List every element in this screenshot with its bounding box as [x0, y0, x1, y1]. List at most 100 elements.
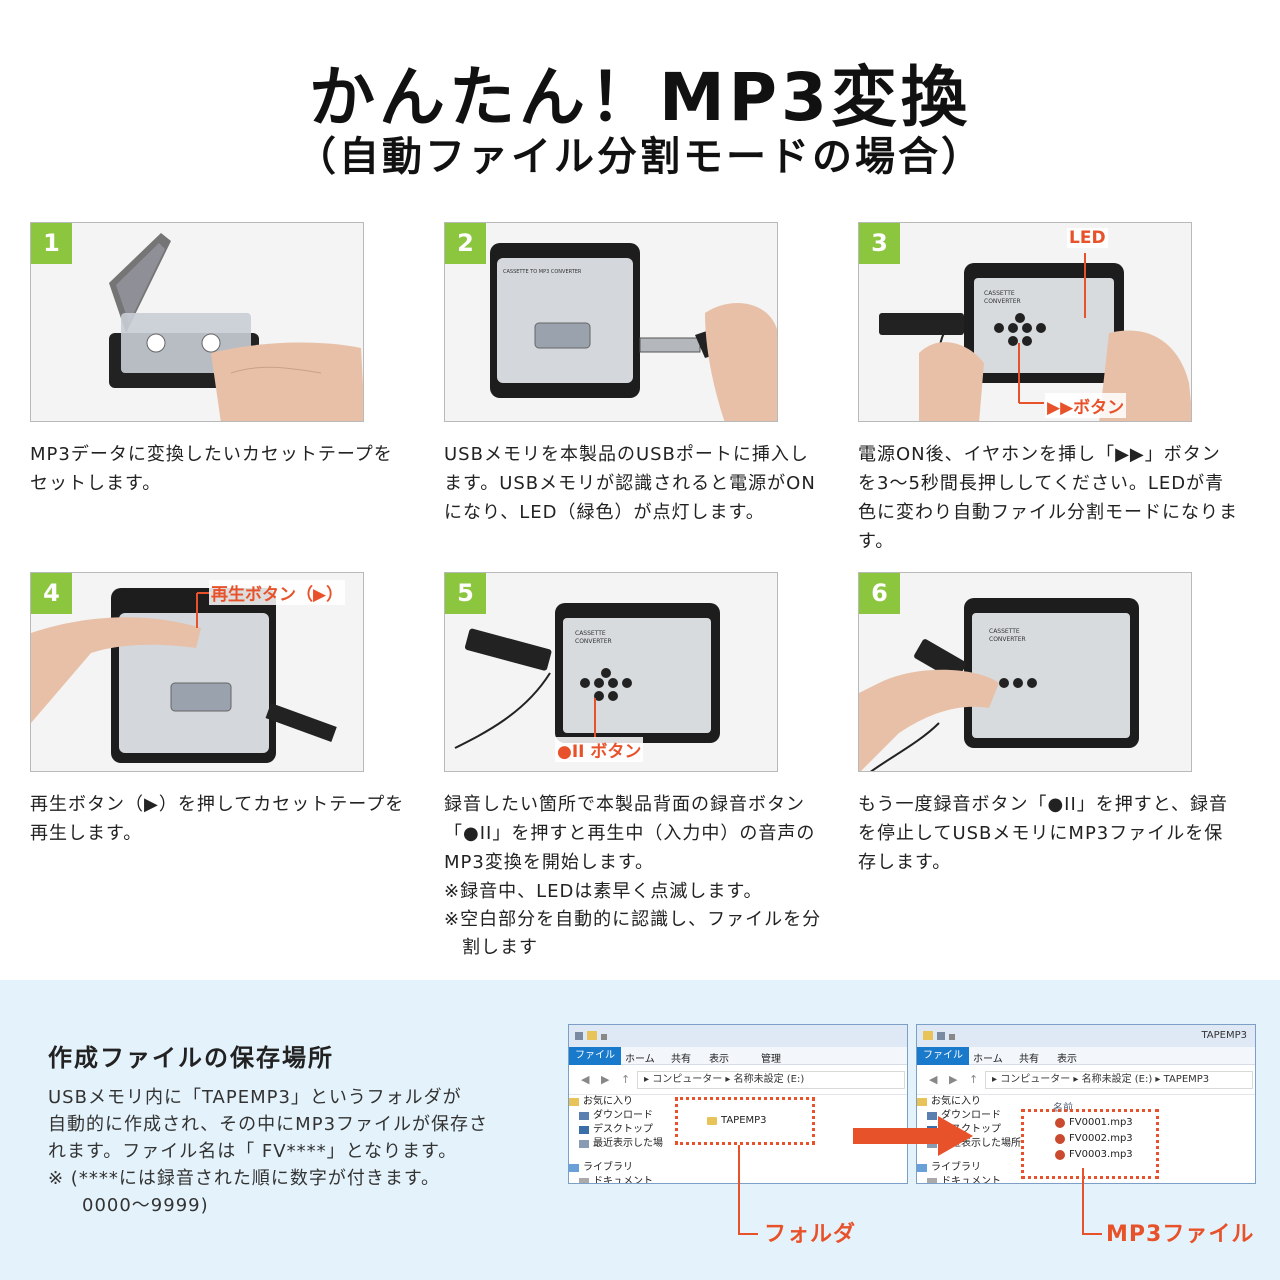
file-row[interactable]: FV0002.mp3 — [1055, 1133, 1133, 1144]
page-title: かんたん！MP3変換 — [309, 59, 971, 136]
quick-access-icons — [923, 1031, 955, 1040]
save-body-line: れます。ファイル名は「 FV****」となります。 — [48, 1141, 458, 1162]
window-titlebar: TAPEMP3 — [917, 1025, 1255, 1047]
document-icon — [927, 1178, 937, 1183]
address-path[interactable]: ▸ コンピューター ▸ 名称未設定 (E:) — [637, 1071, 905, 1089]
svg-text:CASSETTE: CASSETTE — [984, 290, 1015, 297]
nav-item-favorites[interactable]: お気に入り — [569, 1095, 679, 1109]
step-2-description: USBメモリを本製品のUSBポートに挿入します。USBメモリが認識されると電源が… — [444, 444, 816, 523]
address-path[interactable]: ▸ コンピューター ▸ 名称未設定 (E:) ▸ TAPEMP3 — [985, 1071, 1253, 1089]
mp3-file-icon — [1055, 1149, 1065, 1160]
library-icon — [917, 1164, 927, 1172]
svg-text:CASSETTE: CASSETTE — [575, 630, 606, 637]
up-icon[interactable]: ↑ — [969, 1073, 979, 1086]
back-icon[interactable]: ◀ — [929, 1073, 938, 1086]
document-icon — [579, 1178, 589, 1183]
library-icon — [569, 1164, 579, 1172]
window-title: TAPEMP3 — [1201, 1030, 1247, 1041]
save-body-line: USBメモリ内に「TAPEMP3」というフォルダが — [48, 1087, 462, 1108]
nav-item-favorites[interactable]: お気に入り — [917, 1095, 1027, 1109]
ribbon-tab-file[interactable]: ファイル — [917, 1047, 969, 1065]
files-highlight — [1021, 1109, 1159, 1179]
up-icon[interactable]: ↑ — [621, 1073, 631, 1086]
save-section-title: 作成ファイルの保存場所 — [48, 1044, 334, 1072]
ribbon-tab-manage[interactable]: 管理 — [761, 1054, 781, 1065]
nav-item-documents[interactable]: ドキュメント — [917, 1175, 1027, 1183]
nav-item-libraries[interactable]: ライブラリ — [917, 1161, 1027, 1175]
ribbon-tab-share[interactable]: 共有 — [671, 1054, 691, 1065]
nav-item-documents[interactable]: ドキュメント — [569, 1175, 679, 1183]
svg-text:CASSETTE: CASSETTE — [989, 628, 1020, 635]
ff-button-callout: ▶▶ボタン — [1045, 393, 1127, 418]
folder-label: フォルダ — [764, 1222, 857, 1247]
forward-icon[interactable]: ▶ — [949, 1073, 958, 1086]
page-subtitle: （自動ファイル分割モードの場合） — [296, 134, 984, 180]
file-row[interactable]: FV0001.mp3 — [1055, 1117, 1133, 1128]
stop-record-illustration: CASSETTE CONVERTER — [859, 573, 1191, 771]
step-badge: 6 — [859, 573, 900, 614]
star-icon — [569, 1098, 579, 1106]
ribbon-tab-home[interactable]: ホーム — [625, 1054, 655, 1065]
svg-text:CASSETTE TO MP3 CONVERTER: CASSETTE TO MP3 CONVERTER — [503, 269, 582, 275]
step-5-note-led: ※録音中、LEDは素早く点滅します。 — [444, 881, 763, 902]
back-icon[interactable]: ◀ — [581, 1073, 590, 1086]
quick-access-icons — [575, 1031, 607, 1040]
step-badge: 3 — [859, 223, 900, 264]
step-badge: 1 — [31, 223, 72, 264]
step-6-photo: 6 CASSETTE CONVERTER — [858, 572, 1192, 772]
ribbon-tab-file[interactable]: ファイル — [569, 1047, 621, 1065]
nav-item-downloads[interactable]: ダウンロード — [569, 1109, 679, 1123]
ribbon-tab-home[interactable]: ホーム — [973, 1054, 1003, 1065]
nav-pane: お気に入り ダウンロード デスクトップ 最近表示した場 ライブラリ ドキュメント — [569, 1095, 679, 1183]
star-icon — [917, 1098, 927, 1106]
step-badge: 4 — [31, 573, 72, 614]
step-3-description: 電源ON後、イヤホンを挿し「▶▶」ボタンを3〜5秒間長押ししてください。LEDが… — [858, 444, 1238, 552]
svg-text:CONVERTER: CONVERTER — [575, 638, 612, 645]
tapemp3-folder[interactable]: TAPEMP3 — [707, 1115, 767, 1126]
ribbon-tabs: ファイル ホーム 共有 表示 管理 — [569, 1047, 907, 1065]
play-button-illustration — [31, 573, 363, 771]
address-bar: ◀ ▶ ↑ ▸ コンピューター ▸ 名称未設定 (E:) — [569, 1065, 907, 1095]
ribbon-tab-view[interactable]: 表示 — [709, 1054, 729, 1065]
mp3-file-icon — [1055, 1133, 1065, 1144]
step-5-photo: 5 CASSETTE CONVERTER ●II ボタン — [444, 572, 778, 772]
file-name: FV0001.mp3 — [1069, 1117, 1133, 1128]
cassette-insert-illustration — [31, 223, 363, 421]
step-4-description: 再生ボタン（▶）を押してカセットテープを再生します。 — [30, 794, 405, 844]
device-front-illustration: CASSETTE CONVERTER — [859, 223, 1191, 421]
window-titlebar — [569, 1025, 907, 1047]
ribbon-tab-view[interactable]: 表示 — [1057, 1054, 1077, 1065]
nav-item-recent[interactable]: 最近表示した場 — [569, 1137, 679, 1151]
column-header-name[interactable]: 名前 — [1053, 1103, 1073, 1114]
step-1-description: MP3データに変換したいカセットテープをセットします。 — [30, 444, 393, 494]
folder-icon — [707, 1116, 717, 1125]
step-4-photo: 4 再生ボタン（▶） — [30, 572, 364, 772]
step-badge: 2 — [445, 223, 486, 264]
file-name: FV0002.mp3 — [1069, 1133, 1133, 1144]
ribbon-tabs: ファイル ホーム 共有 表示 — [917, 1047, 1255, 1065]
usb-insert-illustration: CASSETTE TO MP3 CONVERTER — [445, 223, 777, 421]
save-body-line: ※ (****には録音された順に数字が付きます。 — [48, 1168, 441, 1189]
led-callout: LED — [1067, 228, 1108, 248]
step-1-photo: 1 — [30, 222, 364, 422]
step-5-note-split: ※空白部分を自動的に認識し、ファイルを分割します — [444, 909, 822, 958]
file-name: FV0003.mp3 — [1069, 1149, 1133, 1160]
save-section-body: USBメモリ内に「TAPEMP3」というフォルダが 自動的に作成され、その中にM… — [48, 1084, 528, 1219]
ribbon-tab-share[interactable]: 共有 — [1019, 1054, 1039, 1065]
address-bar: ◀ ▶ ↑ ▸ コンピューター ▸ 名称未設定 (E:) ▸ TAPEMP3 — [917, 1065, 1255, 1095]
nav-item-desktop[interactable]: デスクトップ — [569, 1123, 679, 1137]
mp3-file-label: MP3ファイル — [1106, 1222, 1255, 1247]
step-badge: 5 — [445, 573, 486, 614]
desktop-icon — [579, 1126, 589, 1134]
forward-icon[interactable]: ▶ — [601, 1073, 610, 1086]
right-arrow-icon — [853, 1116, 973, 1156]
recent-icon — [579, 1140, 589, 1148]
nav-item-downloads[interactable]: ダウンロード — [917, 1109, 1027, 1123]
file-row[interactable]: FV0003.mp3 — [1055, 1149, 1133, 1160]
folder-name: TAPEMP3 — [721, 1115, 767, 1126]
download-folder-icon — [927, 1112, 937, 1120]
step-6-description: もう一度録音ボタン「●II」を押すと、録音を停止してUSBメモリにMP3ファイル… — [858, 794, 1229, 873]
svg-text:CONVERTER: CONVERTER — [984, 298, 1021, 305]
folder-highlight — [675, 1097, 815, 1145]
nav-item-libraries[interactable]: ライブラリ — [569, 1161, 679, 1175]
